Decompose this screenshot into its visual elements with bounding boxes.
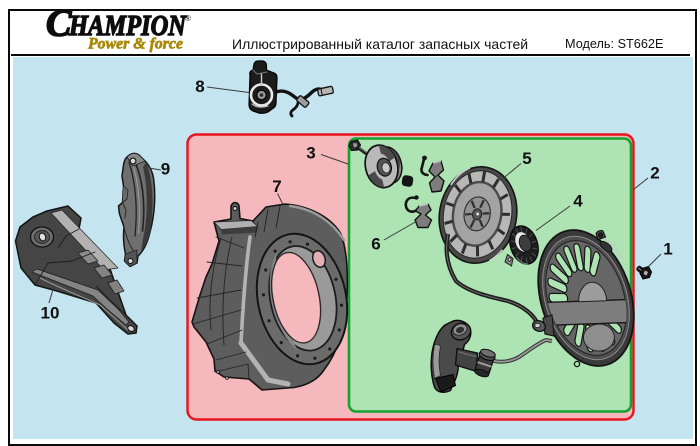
- svg-text:10: 10: [41, 304, 60, 323]
- svg-text:5: 5: [522, 149, 531, 168]
- svg-text:6: 6: [371, 235, 380, 254]
- svg-text:8: 8: [195, 77, 204, 96]
- svg-text:HAMPION: HAMPION: [68, 10, 187, 42]
- svg-text:1: 1: [663, 240, 672, 259]
- svg-text:Power & force: Power & force: [87, 36, 183, 53]
- svg-text:3: 3: [306, 144, 315, 163]
- svg-text:4: 4: [573, 192, 583, 211]
- svg-text:®: ®: [185, 14, 191, 23]
- svg-text:9: 9: [161, 160, 170, 179]
- svg-text:C: C: [46, 3, 72, 45]
- svg-text:7: 7: [272, 177, 281, 196]
- svg-text:2: 2: [650, 164, 659, 183]
